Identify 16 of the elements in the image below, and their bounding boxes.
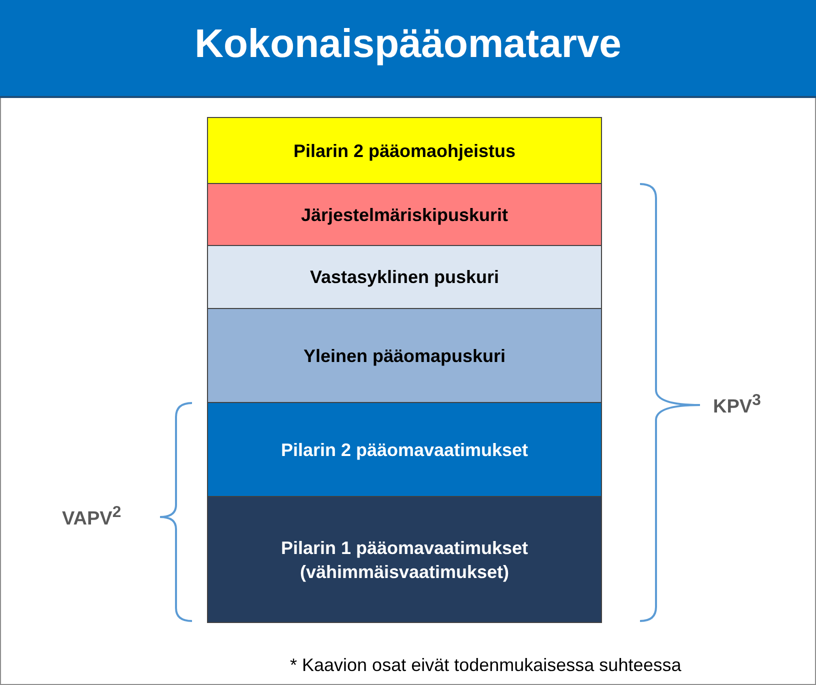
capital-layer-box	[207, 496, 602, 623]
brace-label: VAPV$^{2}$	[62, 504, 122, 530]
capital-layer-box	[207, 402, 602, 497]
footnote: * Kaavion osat eivät todenmukaisessa suhteessa	[290, 655, 682, 676]
title: Kokonaispääomatarve	[194, 22, 622, 67]
capital-layer-box	[207, 183, 602, 246]
capital-layer-box	[207, 308, 602, 403]
layer-label: Vastasyklinen puskuri	[310, 266, 500, 289]
brace-label: KPV$^{3}$	[713, 392, 761, 418]
layer-label: Pilarin 2 pääomavaatimukset	[280, 438, 528, 462]
layer-label: Pilarin 1 pääomavaatimukset (vähimmäisvaatimukset)	[280, 536, 530, 584]
layer-label: Järjestelmäriskipuskurit	[300, 204, 508, 226]
layer-label: Yleinen pääomapuskuri	[303, 344, 506, 368]
layer-label: Pilarin 2 pääomaohjeistus	[293, 140, 516, 162]
capital-layer-box	[207, 245, 602, 309]
capital-layer-box	[207, 117, 602, 184]
